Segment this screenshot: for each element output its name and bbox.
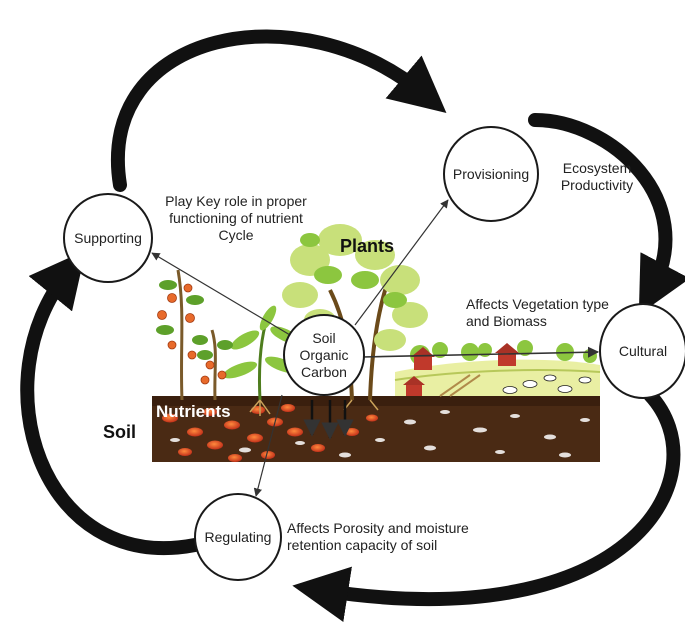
soc-down-arrows bbox=[303, 400, 354, 440]
barn-icon bbox=[495, 343, 519, 366]
cycle-arrows bbox=[20, 29, 685, 622]
provisioning-note-line-1: Ecosystem bbox=[562, 160, 632, 176]
node-cultural: Cultural bbox=[599, 303, 685, 399]
soc-label-line-3: Carbon bbox=[301, 363, 347, 380]
supporting-note-line-1: Play Key role in proper bbox=[165, 193, 307, 209]
node-regulating: Regulating bbox=[194, 493, 282, 581]
farm-scene bbox=[394, 340, 601, 397]
node-provisioning-label: Provisioning bbox=[452, 166, 530, 182]
barn-icon bbox=[411, 347, 435, 370]
provisioning-note: Ecosystem Productivity bbox=[542, 160, 652, 194]
barn-icon bbox=[403, 376, 425, 396]
arrow-supporting-to-provisioning bbox=[111, 29, 447, 192]
nutrients-label: Nutrients bbox=[156, 402, 231, 421]
regulating-note-line-2: retention capacity of soil bbox=[287, 537, 438, 553]
node-soil-organic-carbon: Soil Organic Carbon bbox=[283, 314, 365, 396]
cultural-note: Affects Vegetation type and Biomass bbox=[466, 296, 656, 330]
soil-label: Soil bbox=[103, 422, 137, 442]
supporting-note: Play Key role in proper functioning of n… bbox=[146, 193, 326, 244]
node-regulating-label: Regulating bbox=[204, 529, 272, 545]
arrow-regulating-to-supporting bbox=[20, 250, 202, 555]
node-supporting: Supporting bbox=[63, 193, 153, 283]
supporting-note-line-3: Cycle bbox=[218, 227, 254, 243]
supporting-note-line-2: functioning of nutrient bbox=[169, 210, 303, 226]
plants-label: Plants bbox=[340, 236, 395, 256]
soc-label-line-1: Soil bbox=[312, 329, 336, 346]
node-provisioning: Provisioning bbox=[443, 126, 539, 222]
regulating-note: Affects Porosity and moisture retention … bbox=[287, 520, 537, 554]
arrow-cultural-to-regulating bbox=[292, 388, 681, 622]
provisioning-note-line-2: Productivity bbox=[560, 177, 634, 193]
cultural-note-line-1: Affects Vegetation type bbox=[466, 296, 609, 312]
arrow-provisioning-to-cultural bbox=[528, 113, 685, 315]
soc-connectors bbox=[151, 199, 600, 497]
node-supporting-label: Supporting bbox=[74, 230, 142, 246]
regulating-note-line-1: Affects Porosity and moisture bbox=[287, 520, 469, 536]
node-cultural-label: Cultural bbox=[618, 343, 668, 359]
cultural-note-line-2: and Biomass bbox=[466, 313, 547, 329]
soc-label-line-2: Organic bbox=[299, 346, 349, 363]
